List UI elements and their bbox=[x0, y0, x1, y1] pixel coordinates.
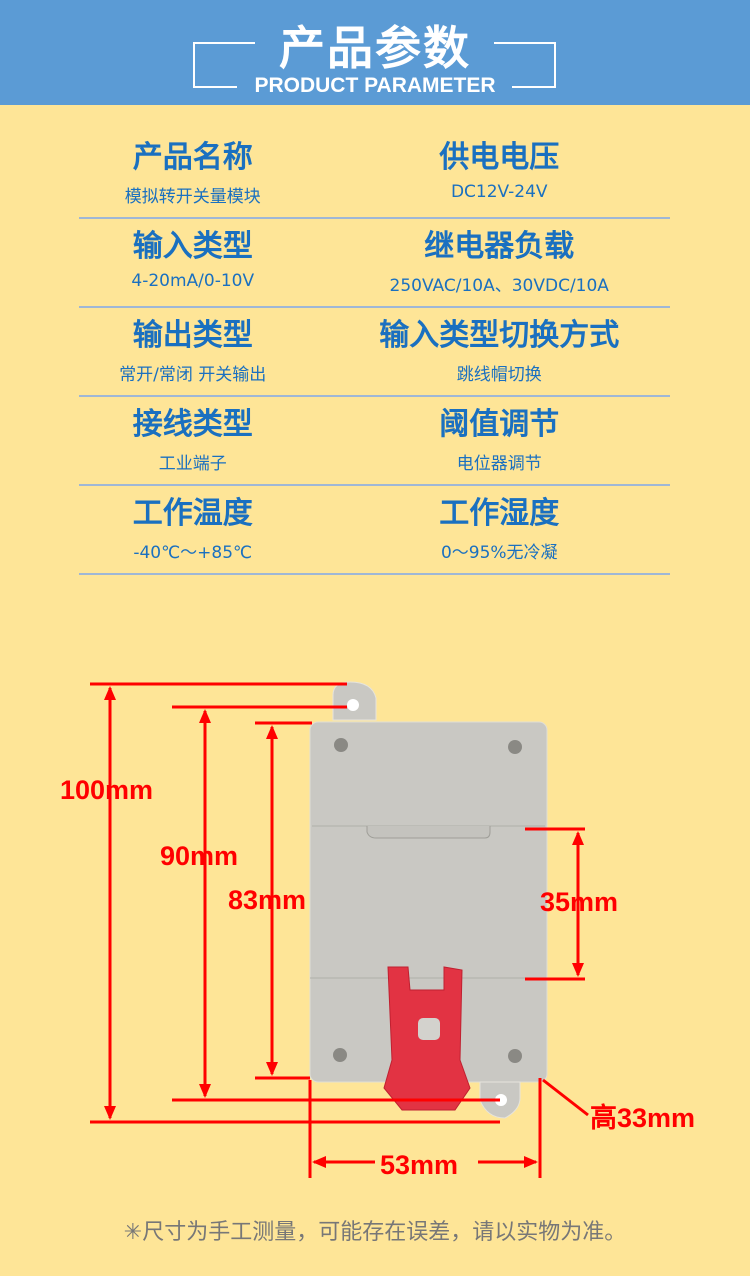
param-label: 继电器负载 bbox=[424, 229, 575, 264]
param-row: 工作温度 -40℃～+85℃ 工作湿度 0～95%无冷凝 bbox=[79, 486, 670, 575]
dimension-depth: 高33mm bbox=[590, 1103, 696, 1133]
param-value: DC12V-24V bbox=[450, 182, 548, 202]
param-value: 0～95%无冷凝 bbox=[440, 543, 558, 563]
bracket-left-bottom bbox=[193, 42, 237, 88]
dimension-hole-spacing: 90mm bbox=[160, 841, 239, 871]
param-value: 模拟转开关量模块 bbox=[124, 187, 261, 207]
param-label: 供电电压 bbox=[439, 140, 560, 175]
param-value: 跳线帽切换 bbox=[456, 365, 542, 385]
page-title: 产品参数 bbox=[279, 21, 471, 75]
param-label: 输出类型 bbox=[132, 318, 253, 353]
dimension-total-height: 100mm bbox=[60, 775, 154, 805]
param-row: 接线类型工业端子 阈值调节电位器调节 bbox=[79, 397, 670, 486]
param-value: 250VAC/10A、30VDC/10A bbox=[389, 276, 609, 296]
param-label: 阈值调节 bbox=[439, 407, 560, 442]
param-label: 输入类型 bbox=[132, 229, 253, 264]
param-label: 输入类型切换方式 bbox=[379, 318, 620, 353]
dimension-lines bbox=[90, 682, 589, 1178]
param-row: 产品名称模拟转开关量模块 供电电压 DC12V-24V bbox=[79, 130, 670, 219]
parameter-table: 产品名称模拟转开关量模块 供电电压 DC12V-24V 输入类型 4-20mA/0-… bbox=[79, 130, 670, 575]
param-value: 电位器调节 bbox=[456, 454, 542, 474]
page-subtitle: PRODUCT PARAMETER bbox=[254, 74, 496, 97]
param-value: -40℃～+85℃ bbox=[133, 543, 253, 563]
param-label: 产品名称 bbox=[132, 140, 253, 175]
dimension-rail-width: 35mm bbox=[540, 887, 619, 917]
param-value: 常开/常闭 开关输出 bbox=[119, 365, 267, 385]
param-value: 工业端子 bbox=[158, 454, 227, 474]
param-row: 输入类型 4-20mA/0-10V 继电器负载 250VAC/10A、30VDC/1… bbox=[79, 219, 670, 308]
param-label: 工作温度 bbox=[132, 496, 253, 531]
measurement-note: ✳尺寸为手工测量，可能存在误差，请以实物为准。 bbox=[123, 1220, 627, 1245]
header-banner: 产品参数 PRODUCT PARAMETER bbox=[0, 0, 750, 105]
param-row: 输出类型常开/常闭 开关输出 输入类型切换方式跳线帽切换 bbox=[79, 308, 670, 397]
dimension-body-height: 83mm bbox=[228, 885, 307, 915]
dimension-width: 53mm bbox=[380, 1150, 459, 1180]
param-label: 工作湿度 bbox=[439, 496, 560, 531]
param-label: 接线类型 bbox=[132, 407, 253, 442]
bracket-right-bottom bbox=[512, 42, 556, 88]
param-value: 4-20mA/0-10V bbox=[131, 271, 255, 291]
device-image bbox=[309, 681, 548, 1119]
